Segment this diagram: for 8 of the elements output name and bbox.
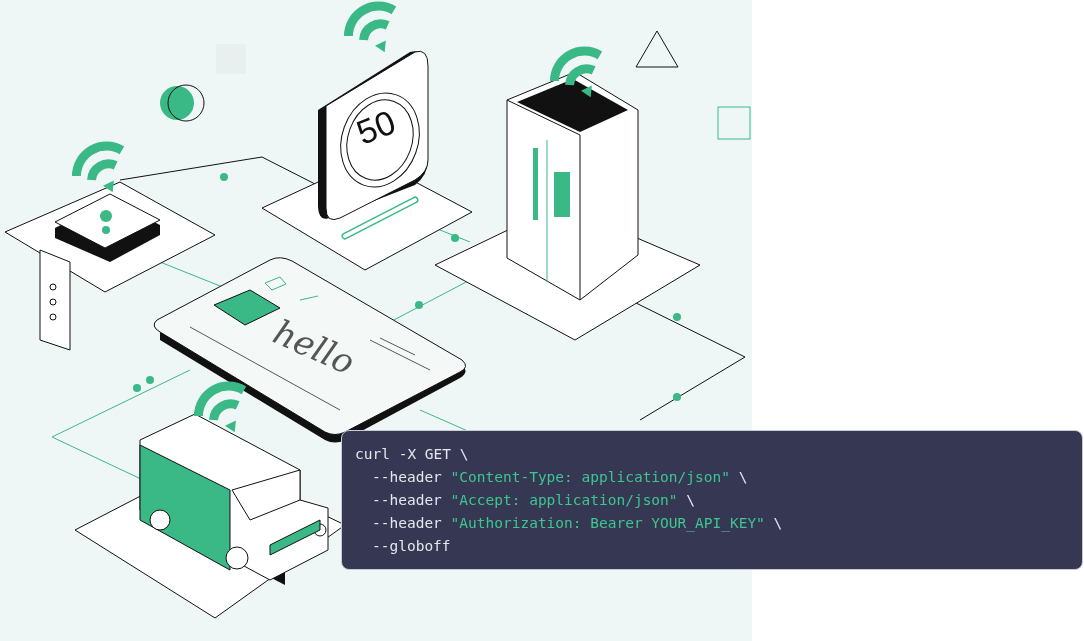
code-line: --header "Authorization: Bearer YOUR_API_KEY" \: [372, 514, 783, 534]
code-block: [341, 430, 1083, 570]
code-line: --globoff: [372, 537, 451, 556]
code-line: curl -X GET \: [355, 445, 469, 464]
code-line: --header "Accept: application/json" \: [372, 491, 696, 510]
speed-limit-number: 50: [352, 104, 400, 150]
code-line: --header "Content-Type: application/json" \: [372, 468, 748, 487]
handwritten-text: hello: [268, 314, 360, 380]
